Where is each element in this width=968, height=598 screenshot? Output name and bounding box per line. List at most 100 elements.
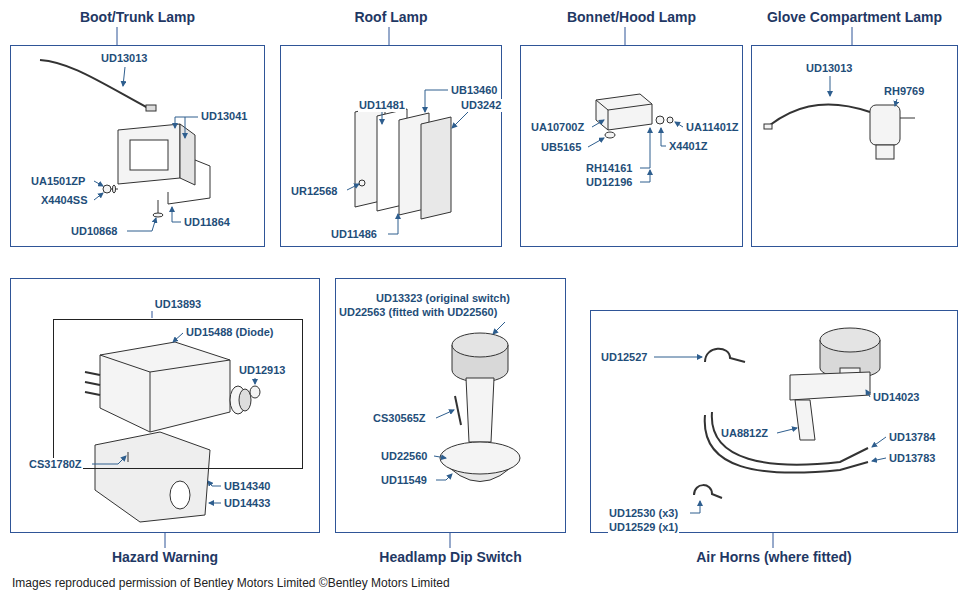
leader-line <box>640 128 650 168</box>
part-drawing <box>170 481 190 509</box>
heading-tick <box>165 533 166 548</box>
part-drawing <box>770 104 870 125</box>
leader-line <box>425 90 448 112</box>
part-drawing <box>656 116 664 124</box>
leader-line <box>123 67 125 86</box>
callout-number: RH14161 <box>585 162 633 175</box>
leader-line <box>872 458 886 461</box>
heading-tick <box>852 27 853 45</box>
callout-number: RH9769 <box>883 85 925 98</box>
leader-line <box>185 117 186 138</box>
part-drawing <box>790 372 870 400</box>
part-drawing <box>40 60 915 522</box>
caption: Images reproduced permission of Bentley … <box>12 576 450 590</box>
callout-number: UD13783 <box>888 452 936 465</box>
part-drawing <box>452 333 508 357</box>
heading-tick <box>450 533 451 548</box>
leader-line <box>654 357 702 358</box>
callout-number: UD13013 <box>805 62 853 75</box>
part-drawing <box>455 396 461 425</box>
part-drawing <box>440 442 520 474</box>
part-drawing <box>239 389 251 411</box>
callout-number: UA8812Z <box>720 427 769 440</box>
callout-number: X4404SS <box>40 194 88 207</box>
callout-number: UD22563 (fitted with UD22560) <box>338 306 498 319</box>
callout-number: UD14023 <box>872 391 920 404</box>
part-drawing <box>795 400 815 440</box>
leader-line <box>382 112 383 124</box>
part-drawing <box>128 452 129 462</box>
leader-line <box>777 428 797 433</box>
leader-line <box>175 117 198 128</box>
callout-number: UD13013 <box>100 52 148 65</box>
callout-number: UD11481 <box>358 99 406 112</box>
callout-number: X4401Z <box>668 140 709 153</box>
part-number: UD13893 <box>154 298 202 311</box>
panel-heading: Glove Compartment Lamp <box>767 9 942 25</box>
callout-number: UD13784 <box>888 431 936 444</box>
panel-box: Glove Compartment Lamp <box>751 45 958 247</box>
callout-number: UD13323 (original switch) <box>375 292 511 305</box>
panel-heading: Boot/Trunk Lamp <box>80 9 195 25</box>
leader-line <box>172 207 181 222</box>
leader-line <box>209 503 221 504</box>
callout-number: UR12568 <box>290 185 338 198</box>
part-drawing <box>421 117 451 219</box>
leader-line <box>92 67 897 513</box>
part-drawing <box>605 132 615 138</box>
leader-line <box>690 501 700 513</box>
panel-heading: Bonnet/Hood Lamp <box>567 9 696 25</box>
leader-line <box>94 181 103 186</box>
callout-number: UB5165 <box>540 141 582 154</box>
panel-heading: Hazard Warning <box>112 549 218 565</box>
callout-number: UA1501ZP <box>30 175 86 188</box>
part-drawing <box>100 342 230 432</box>
leader-line <box>895 99 897 106</box>
heading-tick <box>117 27 852 548</box>
leader-line <box>255 378 256 384</box>
leader-line <box>127 218 156 231</box>
leader-line <box>493 322 505 334</box>
leader-line <box>92 456 126 464</box>
part-drawing <box>694 485 722 498</box>
callout-number: UB13460 <box>450 84 498 97</box>
panel-box: Hazard WarningUD13893 <box>10 278 320 533</box>
part-drawing <box>764 124 772 129</box>
callout-number: UD11864 <box>183 216 231 229</box>
part-drawing <box>146 105 156 111</box>
leader-line <box>452 112 468 128</box>
callout-number: UD12529 (x1) <box>608 521 679 534</box>
part-drawing <box>113 185 116 193</box>
part-drawing <box>820 328 880 352</box>
part-drawing <box>103 185 111 193</box>
part-drawing <box>85 372 100 395</box>
leader-line <box>173 333 183 342</box>
leader-line <box>675 122 683 127</box>
panel-heading: Roof Lamp <box>354 9 427 25</box>
leader-line <box>436 474 452 480</box>
part-drawing <box>900 118 915 119</box>
part-drawing <box>596 100 652 130</box>
callout-number: UD14433 <box>223 497 271 510</box>
callout-number: UA10700Z <box>530 121 585 134</box>
part-drawing <box>100 355 230 432</box>
part-drawing <box>466 378 494 442</box>
heading-tick <box>389 27 390 45</box>
part-drawing <box>870 105 900 145</box>
callout-number: UB14340 <box>223 480 271 493</box>
callout-number: UD3242 <box>460 99 502 112</box>
callout-number: UD11549 <box>380 474 428 487</box>
leader-line <box>866 390 870 397</box>
heading-tick <box>117 27 118 45</box>
leader-line <box>436 410 454 418</box>
leader-line <box>661 128 666 146</box>
leader-line <box>592 120 604 127</box>
part-drawing <box>876 145 894 159</box>
leader-line <box>588 138 604 147</box>
part-drawing <box>153 213 163 217</box>
heading-tick <box>773 533 774 548</box>
callout-number: CS31780Z <box>28 458 83 471</box>
leader-line <box>208 481 221 486</box>
part-drawing <box>712 412 868 465</box>
panel-box: Roof Lamp <box>280 45 502 247</box>
